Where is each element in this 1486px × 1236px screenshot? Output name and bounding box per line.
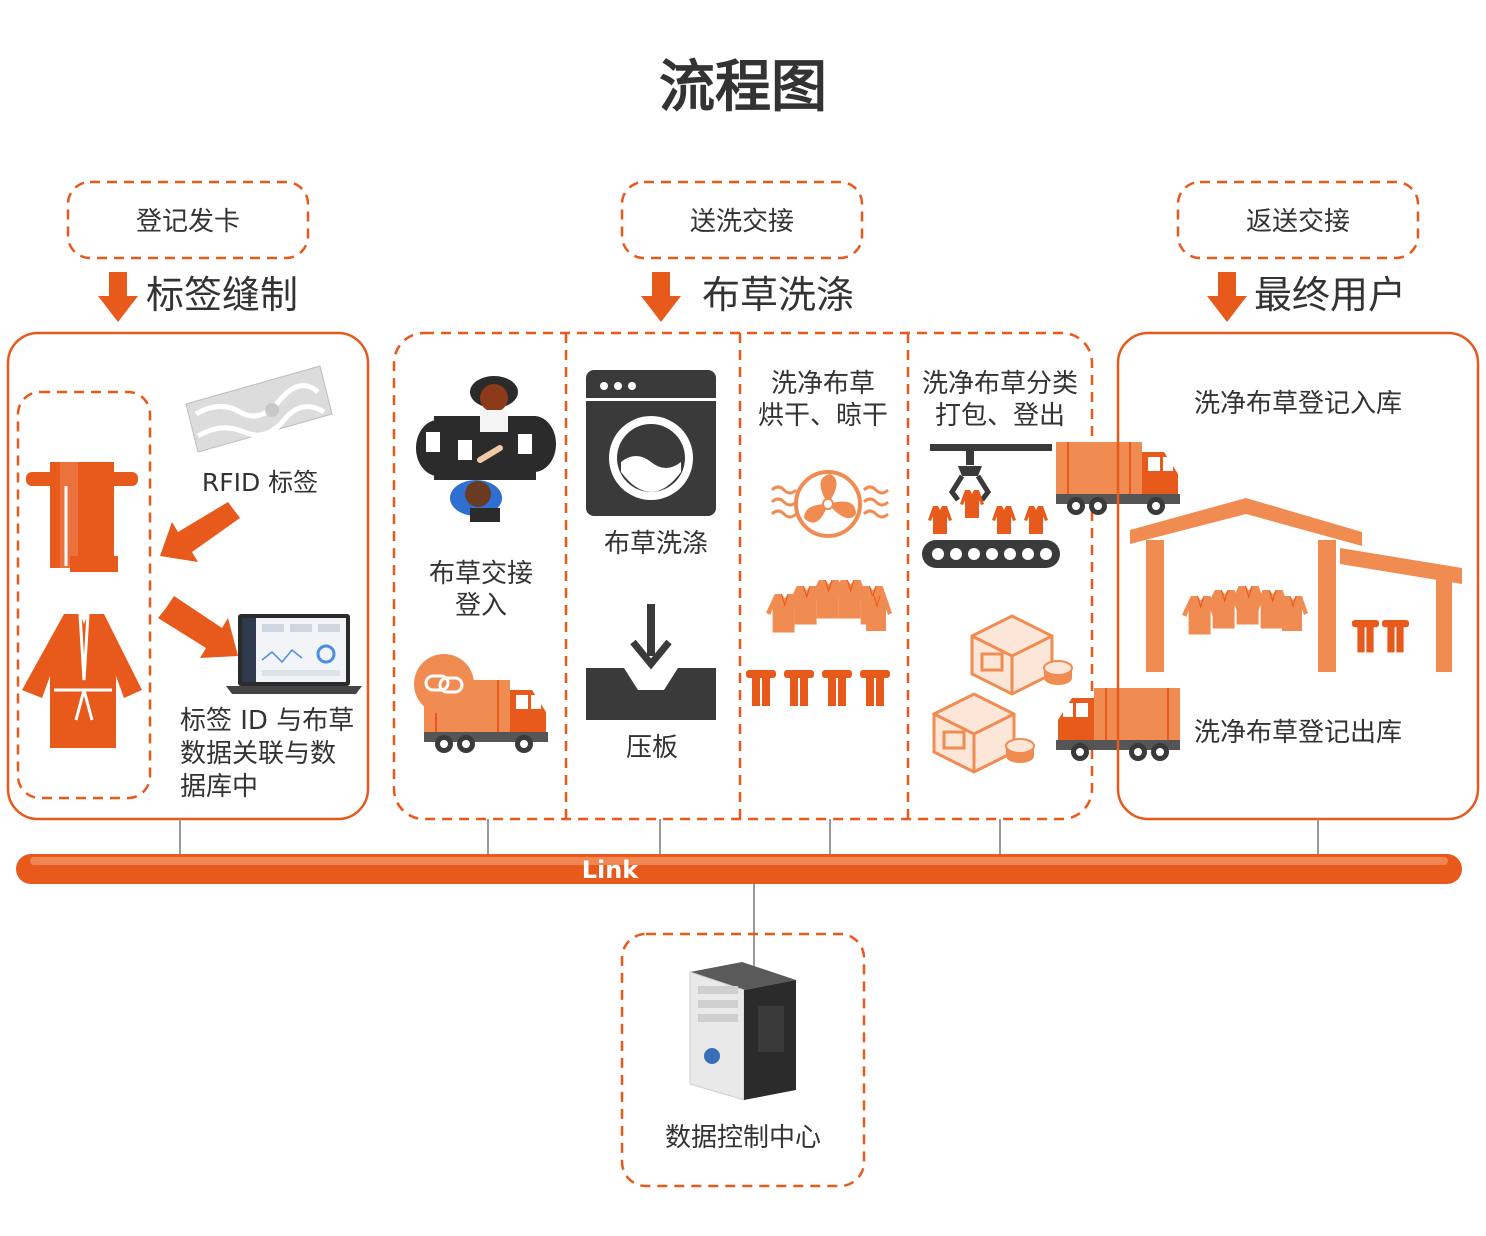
panel-washing	[392, 331, 1094, 821]
register-desc-line-1: 标签 ID 与布草	[180, 706, 354, 736]
connector-lines	[179, 819, 1319, 976]
wash-label: 布草洗涤	[604, 529, 708, 559]
page-title: 流程图	[659, 55, 827, 120]
arrow-icon	[158, 502, 240, 658]
control-center-label: 数据控制中心	[665, 1123, 821, 1153]
arrow-down-icon	[641, 272, 681, 322]
handover-line-1: 布草交接	[429, 559, 533, 589]
handshake-icon	[416, 376, 556, 522]
tag-register: 登记发卡	[66, 180, 310, 260]
panel-enduser	[1116, 331, 1480, 821]
fan-icon	[770, 470, 890, 538]
rfid-tag-icon	[185, 365, 333, 453]
svg-text:送洗交接: 送洗交接	[690, 207, 794, 237]
small-robes-icon	[928, 490, 1048, 534]
register-desc-line-2: 数据关联与数	[180, 739, 336, 769]
conveyor-icon	[922, 540, 1060, 568]
laptop-icon	[226, 614, 362, 694]
arrow-down-icon	[98, 272, 138, 322]
hanging-towels-icon	[745, 669, 891, 707]
washing-machine-icon	[586, 370, 716, 516]
press-tray-icon	[586, 604, 716, 720]
control-center-panel	[620, 932, 866, 1188]
package-icon	[970, 614, 1074, 696]
register-desc-line-3: 据库中	[180, 772, 258, 802]
svg-text:Link: Link	[582, 856, 640, 884]
dry-line-2: 烘干、晾干	[758, 401, 888, 431]
heading-washing: 布草洗涤	[702, 273, 854, 317]
arrow-down-icon	[1207, 272, 1247, 322]
claw-icon	[930, 444, 1052, 502]
stock-out-label: 洗净布草登记出库	[1194, 718, 1402, 748]
sort-line-2: 打包、登出	[935, 401, 1065, 431]
package-icon	[932, 692, 1036, 774]
dry-line-1: 洗净布草	[771, 369, 875, 399]
chain-link-icon	[414, 654, 474, 714]
svg-text:登记发卡: 登记发卡	[136, 207, 240, 237]
towel-icon	[26, 462, 138, 572]
heading-enduser: 最终用户	[1254, 273, 1406, 317]
server-tower-icon	[689, 962, 796, 1101]
tag-enduser: 返送交接	[1176, 180, 1420, 260]
rfid-label: RFID 标签	[202, 468, 318, 497]
sort-line-1: 洗净布草分类	[922, 369, 1078, 399]
handover-line-2: 登入	[455, 591, 507, 621]
warehouse-icon	[1130, 498, 1462, 672]
press-label: 压板	[626, 733, 678, 763]
robe-icon	[22, 613, 142, 748]
panel-register	[6, 331, 370, 821]
robes-group-icon	[765, 579, 893, 634]
stock-in-label: 洗净布草登记入库	[1194, 389, 1402, 419]
link-bar: Link	[16, 854, 1462, 884]
svg-text:返送交接: 返送交接	[1246, 207, 1350, 237]
tag-washing: 送洗交接	[620, 180, 864, 260]
heading-register: 标签缝制	[146, 273, 298, 317]
